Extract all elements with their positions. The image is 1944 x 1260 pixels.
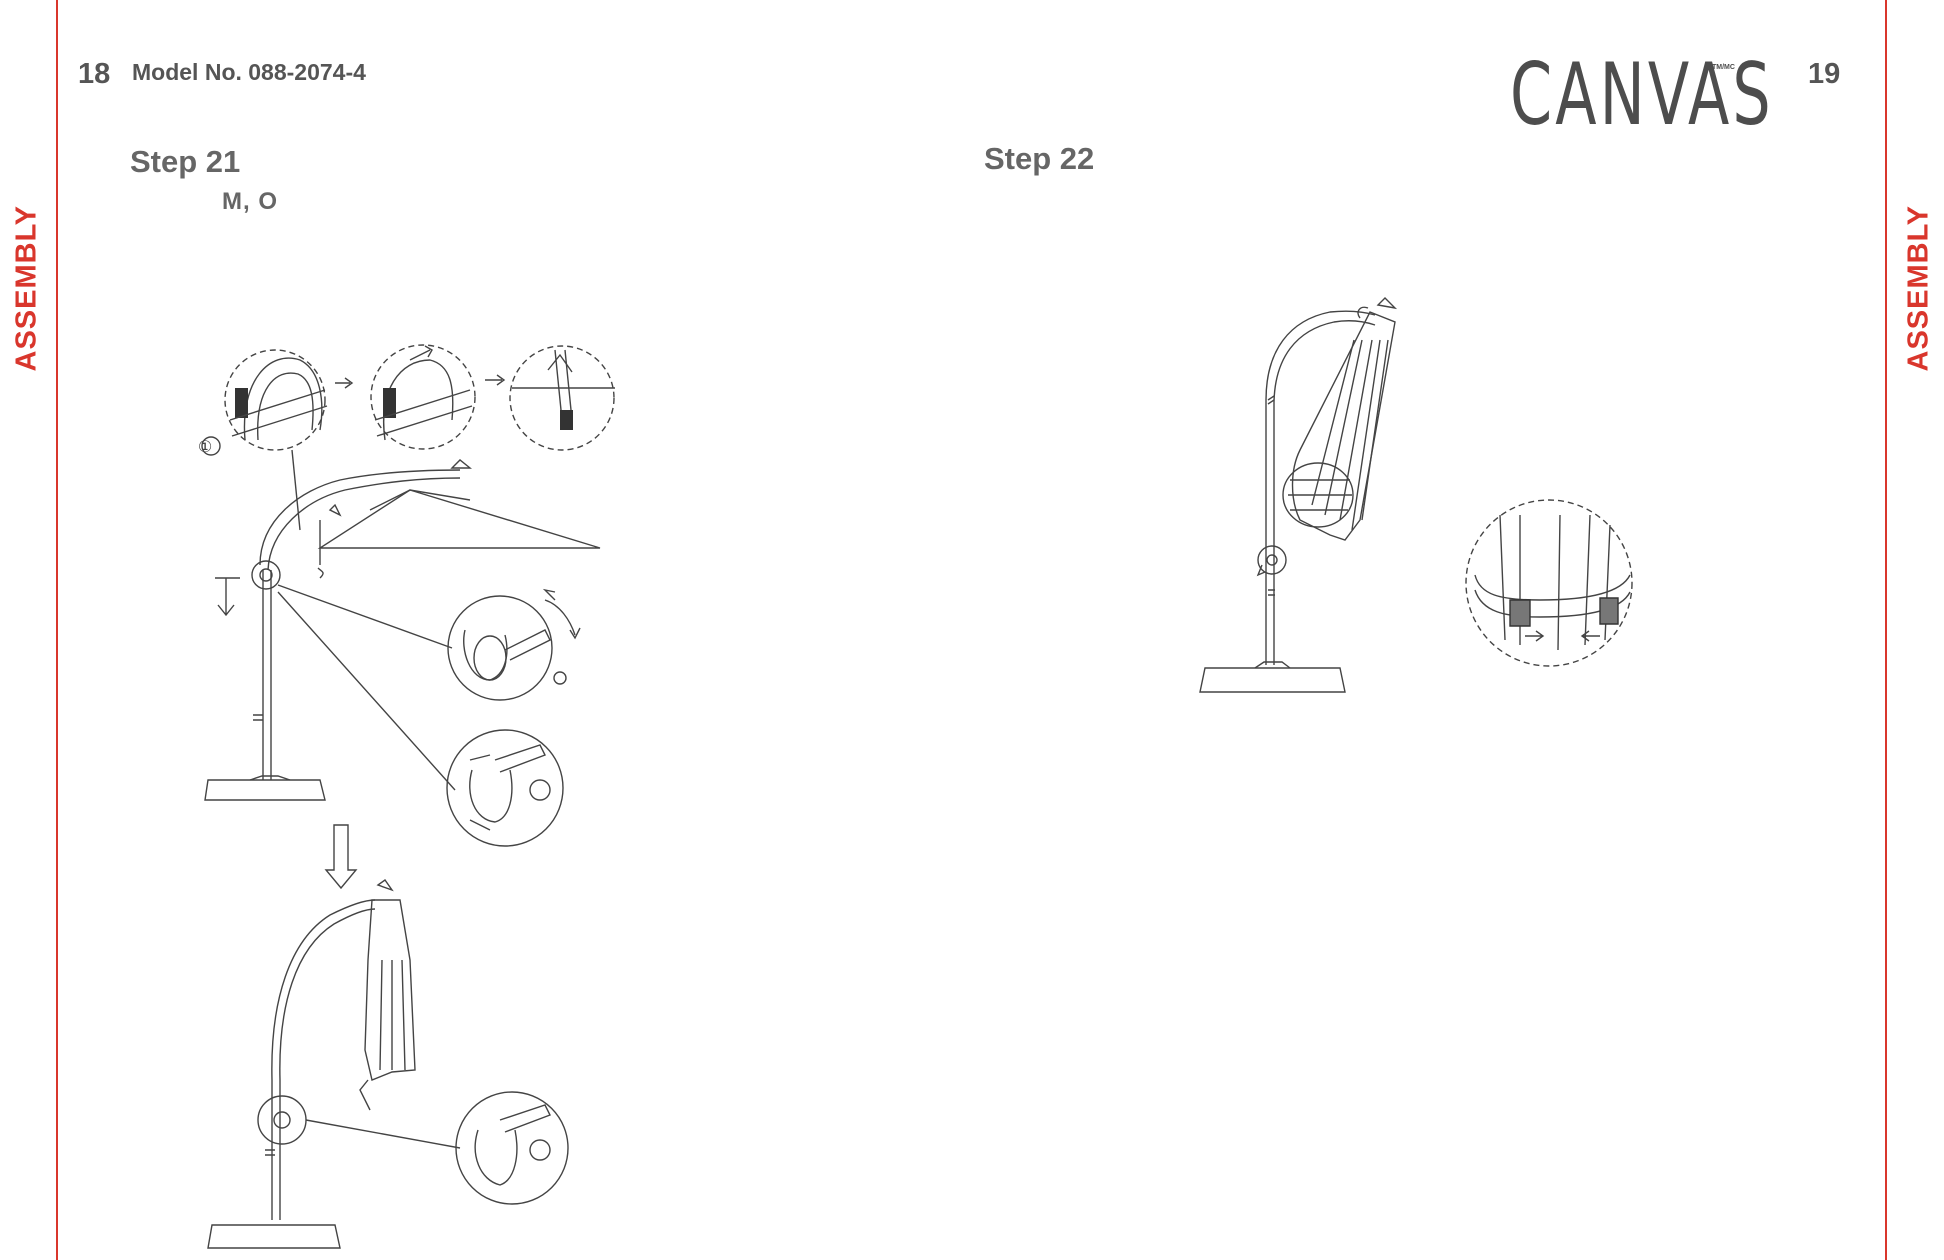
strap-wrap-detail <box>1466 500 1632 666</box>
umbrella-closed-wrapped <box>1200 298 1395 692</box>
